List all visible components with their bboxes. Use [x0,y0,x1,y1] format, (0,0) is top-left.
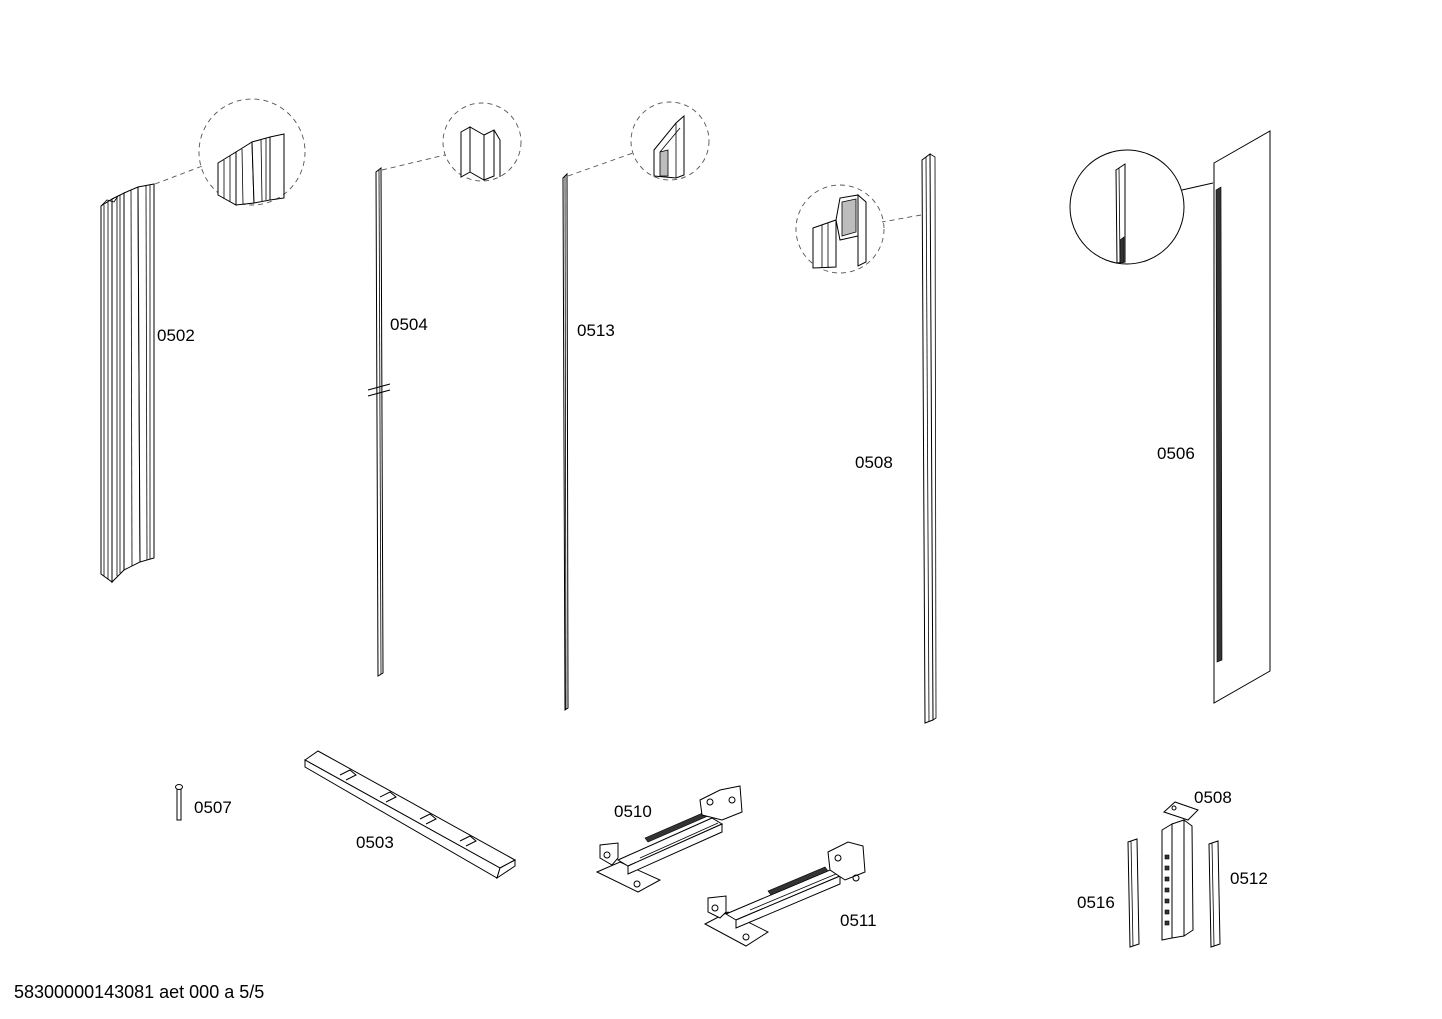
part-0508-strip [921,153,937,724]
part-0516-strip [1127,838,1140,948]
part-0513-strip [562,172,569,711]
part-label-0502: 0502 [157,326,195,345]
part-0506-panel [1213,130,1271,704]
hinge-slots [1164,854,1170,926]
part-label-0503: 0503 [356,833,394,852]
part-label-0506: 0506 [1157,444,1195,463]
part-label-0508-top: 0508 [855,453,893,472]
part-label-0507: 0507 [194,798,232,817]
part-label-0513: 0513 [577,321,615,340]
part-0507-pin [175,784,183,821]
part-label-0512: 0512 [1230,869,1268,888]
part-0503-slotted-strip [304,750,517,880]
part-0510-bracket [595,785,743,893]
part-label-0508-bottom: 0508 [1194,788,1232,807]
part-label-0510: 0510 [614,802,652,821]
part-0511-bracket [703,841,866,947]
part-0512-strip [1208,840,1221,948]
part-0504-strip [367,166,391,677]
detail-circle-0513 [567,101,710,181]
part-label-0511: 0511 [840,911,877,930]
part-label-0516: 0516 [1077,893,1115,912]
detail-circle-0508 [795,184,922,274]
part-0508-hinge [1161,801,1199,941]
part-0502-profile [100,183,155,584]
detail-circle-0504 [381,102,522,182]
part-label-0504: 0504 [390,315,428,334]
detail-circle-0502 [154,98,306,206]
drawing-id-footer: 58300000143081 aet 000 a 5/5 [14,982,264,1002]
detail-circle-0506 [1069,149,1214,265]
